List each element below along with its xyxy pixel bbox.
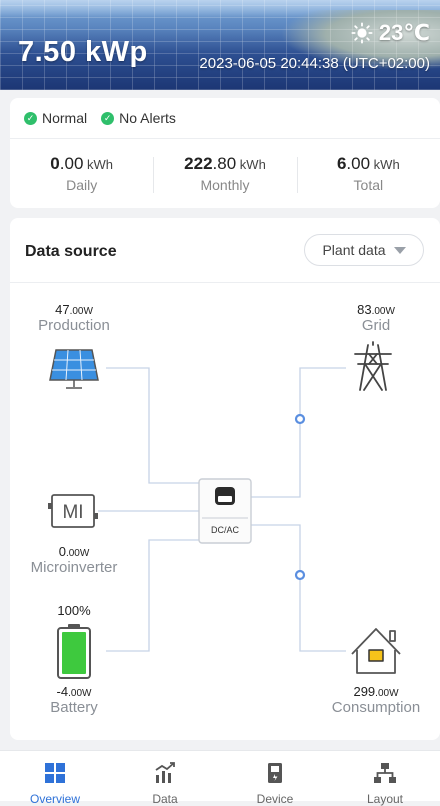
production-value: 47: [55, 302, 70, 317]
nav-data-label: Data: [152, 792, 178, 806]
weather: 23℃: [351, 20, 430, 46]
battery-level-fill: [62, 632, 86, 674]
temperature: 23℃: [378, 20, 430, 45]
production-unit: .00W: [69, 306, 93, 317]
chart-icon: [155, 762, 175, 783]
nav-overview[interactable]: Overview: [0, 751, 110, 806]
total-dec: .00: [346, 154, 371, 173]
nav-device[interactable]: Device: [220, 751, 330, 806]
data-source-selected: Plant data: [322, 242, 386, 258]
status-normal: ✓ Normal: [24, 110, 87, 126]
solar-panel-icon: [49, 349, 99, 389]
battery-node: -4.00W Battery: [25, 684, 123, 716]
data-source-title: Data source: [25, 243, 117, 260]
grid-label: Grid: [361, 317, 391, 334]
grid-icon: [45, 763, 65, 783]
microinverter-unit: .00W: [65, 548, 90, 559]
nav-device-label: Device: [256, 792, 294, 806]
monthly-label: Monthly: [200, 177, 250, 193]
hill-backdrop: [280, 10, 440, 70]
summary-card: ✓ Normal ✓ No Alerts 0.00 kWh Daily 222.…: [10, 98, 440, 208]
consumption-unit: .00W: [375, 688, 399, 699]
data-source-select[interactable]: Plant data: [304, 234, 424, 266]
sun-icon: [351, 22, 373, 44]
line-production: [106, 367, 199, 484]
battery-percent-wrap: 100%: [25, 603, 123, 618]
energy-daily: 0.00 kWh Daily: [10, 139, 153, 208]
inverter-label: DC/AC: [211, 525, 240, 535]
battery-value: -4: [56, 684, 69, 699]
consumption-node: 299.00W Consumption: [322, 684, 430, 716]
plant-datetime: 2023-06-05 20:44:38 (UTC+02:00): [199, 55, 430, 72]
nav-layout[interactable]: Layout: [330, 751, 440, 806]
production-label: Production: [38, 317, 110, 334]
grid-unit: .00W: [371, 306, 395, 317]
microinverter-icon: [48, 494, 98, 528]
energy-flow-diagram: DC/AC MI: [48, 341, 401, 679]
daily-unit: kWh: [83, 157, 114, 172]
daily-label: Daily: [66, 177, 98, 193]
microinverter-value: 0: [58, 544, 66, 559]
device-icon: [268, 763, 282, 783]
daily-int: 0: [50, 154, 60, 173]
consumption-value: 299: [353, 684, 376, 699]
status-alerts-label: No Alerts: [119, 110, 176, 126]
grid-node: 83.00W Grid: [328, 302, 424, 334]
check-icon: ✓: [101, 111, 115, 125]
line-battery: [106, 539, 199, 652]
monthly-unit: kWh: [236, 157, 266, 172]
total-int: 6: [336, 154, 347, 173]
header-banner: 7.50 kWp 23℃ 2023-06-05 20:44:38 (UTC+02…: [0, 0, 440, 90]
layout-icon: [374, 763, 396, 783]
nav-overview-label: Overview: [29, 792, 80, 806]
nav-layout-label: Layout: [366, 792, 404, 806]
inverter-icon: [198, 478, 252, 544]
battery-label: Battery: [50, 699, 98, 716]
line-grid: [251, 367, 346, 498]
line-consumption: [251, 524, 346, 652]
daily-dec: .00: [59, 154, 84, 173]
divider: [10, 282, 440, 283]
flow-dot-consumption: [294, 569, 306, 581]
energy-stats: 0.00 kWh Daily 222.80 kWh Monthly 6.00 k…: [10, 139, 440, 208]
consumption-label: Consumption: [331, 699, 421, 716]
microinverter-label: Microinverter: [30, 559, 118, 576]
status-normal-label: Normal: [42, 110, 88, 126]
flow-lines: [98, 367, 346, 652]
monthly-dec: .80: [212, 154, 237, 173]
battery-icon: [57, 624, 91, 679]
data-source-card: Data source Plant data DC/AC: [10, 218, 440, 740]
microinverter-node: 0.00W Microinverter: [18, 544, 130, 576]
house-icon: [351, 628, 401, 674]
battery-percent: 100%: [57, 603, 91, 618]
flow-dot-grid: [294, 413, 306, 425]
power-tower-icon: [354, 341, 392, 391]
solar-panel-backdrop: [0, 0, 440, 90]
grid-value: 83: [357, 302, 372, 317]
microinverter-icon-text: MI: [62, 502, 83, 523]
status-alerts: ✓ No Alerts: [101, 110, 176, 126]
status-row: ✓ Normal ✓ No Alerts: [10, 98, 440, 139]
total-label: Total: [353, 177, 384, 193]
energy-monthly: 222.80 kWh Monthly: [153, 139, 296, 208]
nav-data[interactable]: Data: [110, 751, 220, 806]
production-node: 47.00W Production: [25, 302, 123, 334]
check-icon: ✓: [24, 111, 37, 125]
caret-down-icon: [393, 246, 406, 254]
total-unit: kWh: [370, 157, 400, 172]
bottom-nav: Overview Data Device Layout: [0, 750, 440, 806]
battery-unit: .00W: [68, 688, 92, 699]
plant-capacity: 7.50 kWp: [18, 36, 148, 68]
energy-total: 6.00 kWh Total: [296, 139, 440, 208]
monthly-int: 222: [184, 154, 213, 173]
